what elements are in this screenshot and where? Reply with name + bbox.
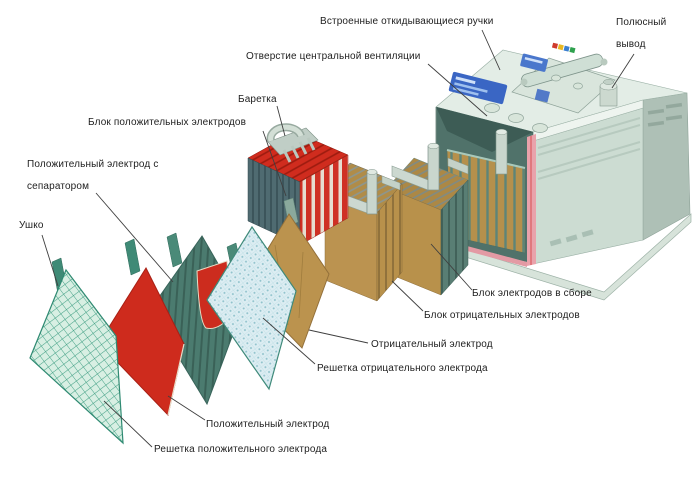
leader-pos-sep <box>95 192 174 283</box>
leader-assembled <box>430 243 473 291</box>
label-vent: Отверстие центральной вентиляции <box>246 51 421 62</box>
negative-grid-plate <box>206 225 297 391</box>
leader-terminal <box>611 53 635 89</box>
battery-front-decal <box>534 88 551 103</box>
block-c-post <box>427 145 440 191</box>
battery-terminal-post <box>599 79 618 107</box>
leader-neg-grid <box>262 317 316 365</box>
battery-side-vents <box>647 102 683 127</box>
label-positive-with-separator: Положительный электрод с сепаратором <box>27 159 159 192</box>
leader-neg-block <box>391 280 424 312</box>
battery-label-decal <box>448 71 508 105</box>
battery-front-grooves <box>537 117 641 180</box>
label-assembled-block: Блок электродов в сборе <box>472 288 592 299</box>
battery-bottom-slots <box>549 229 594 247</box>
label-positive-grid: Решетка положительного электрода <box>154 444 328 455</box>
leader-ushko <box>41 234 59 287</box>
label-negative-electrode: Отрицательный электрод <box>371 339 493 350</box>
positive-grid-plate <box>29 257 124 445</box>
label-ushko: Ушко <box>19 220 44 231</box>
battery-color-chips <box>551 42 576 54</box>
battery-right-face <box>642 92 691 241</box>
label-terminal: Полюсный вывод <box>616 17 667 50</box>
label-positive-block: Блок положительных электродов <box>88 117 247 128</box>
label-positive-electrode: Положительный электрод <box>206 419 330 430</box>
leader-pos-electrode <box>167 395 206 421</box>
assembled-electrode-block <box>386 142 469 296</box>
label-negative-grid: Решетка отрицательного электрода <box>317 363 488 374</box>
battery-vent-caps <box>484 74 583 133</box>
label-baretka: Баретка <box>238 94 277 105</box>
battery-small-decal <box>520 53 548 72</box>
leader-neg-electrode <box>308 329 369 344</box>
leader-lines <box>41 29 635 448</box>
block-b-post <box>366 171 378 215</box>
leader-handles <box>481 29 501 71</box>
battery-case <box>429 42 692 301</box>
label-negative-block: Блок отрицательных электродов <box>424 310 580 321</box>
leader-pos-grid <box>103 400 153 448</box>
leader-pos-block <box>262 130 287 197</box>
label-handles: Встроенные откидывающиеся ручки <box>320 16 494 27</box>
leader-baretka <box>276 105 286 137</box>
positive-electrode-plate <box>98 238 185 417</box>
cutaway-post <box>495 131 508 175</box>
leader-vent <box>427 63 488 117</box>
